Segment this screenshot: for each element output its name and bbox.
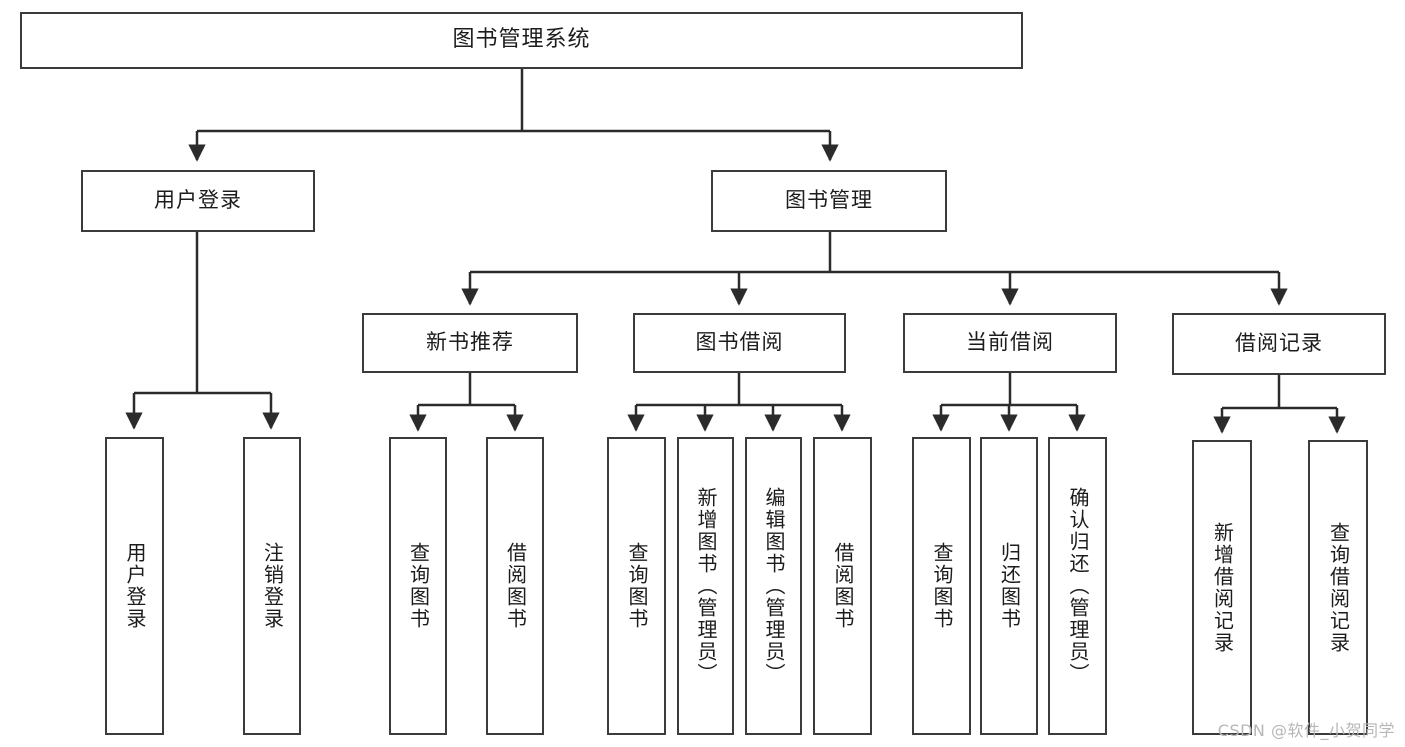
leaf-user-login[interactable]: 用户登录 [105, 437, 164, 735]
node-label: 借阅图书 [831, 542, 855, 630]
node-label: 用户登录 [123, 542, 147, 630]
leaf-add-borrow-record[interactable]: 新增借阅记录 [1192, 440, 1252, 735]
leaf-query-book-current[interactable]: 查询图书 [912, 437, 971, 735]
node-root-system[interactable]: 图书管理系统 [20, 12, 1023, 69]
node-label: 新书推荐 [426, 330, 514, 355]
watermark-text: CSDN @软件_小贺同学 [1217, 721, 1395, 740]
node-label: 借阅记录 [1235, 331, 1323, 356]
node-current-borrow[interactable]: 当前借阅 [903, 313, 1117, 373]
node-label: 确认归还（管理员） [1066, 487, 1090, 685]
node-label: 当前借阅 [966, 330, 1054, 355]
leaf-user-logout[interactable]: 注销登录 [243, 437, 301, 735]
node-user-login[interactable]: 用户登录 [81, 170, 315, 232]
leaf-return-book[interactable]: 归还图书 [980, 437, 1038, 735]
leaf-edit-book-admin[interactable]: 编辑图书（管理员） [745, 437, 802, 735]
node-label: 图书借阅 [695, 330, 784, 355]
node-borrow-record[interactable]: 借阅记录 [1172, 313, 1386, 375]
node-label: 编辑图书（管理员） [762, 487, 786, 685]
node-label: 查询图书 [625, 542, 649, 630]
leaf-query-borrow-record[interactable]: 查询借阅记录 [1308, 440, 1368, 735]
leaf-add-book-admin[interactable]: 新增图书（管理员） [677, 437, 734, 735]
leaf-query-book-borrow[interactable]: 查询图书 [607, 437, 666, 735]
node-book-management[interactable]: 图书管理 [711, 170, 947, 232]
node-label: 图书管理系统 [452, 27, 591, 53]
node-label: 注销登录 [260, 542, 285, 630]
leaf-borrow-book-recommend[interactable]: 借阅图书 [486, 437, 544, 735]
node-new-book-recommend[interactable]: 新书推荐 [362, 313, 578, 373]
leaf-confirm-return-admin[interactable]: 确认归还（管理员） [1048, 437, 1107, 735]
node-label: 图书管理 [785, 188, 873, 213]
leaf-query-book-recommend[interactable]: 查询图书 [389, 437, 447, 735]
node-label: 查询借阅记录 [1326, 521, 1351, 654]
node-label: 归还图书 [997, 542, 1022, 630]
node-label: 新增借阅记录 [1210, 521, 1235, 654]
node-label: 借阅图书 [503, 542, 528, 630]
node-book-borrow[interactable]: 图书借阅 [633, 313, 846, 373]
node-label: 用户登录 [154, 188, 242, 213]
node-label: 新增图书（管理员） [694, 487, 718, 685]
node-label: 查询图书 [406, 542, 431, 630]
node-label: 查询图书 [930, 542, 954, 630]
leaf-borrow-book[interactable]: 借阅图书 [813, 437, 872, 735]
